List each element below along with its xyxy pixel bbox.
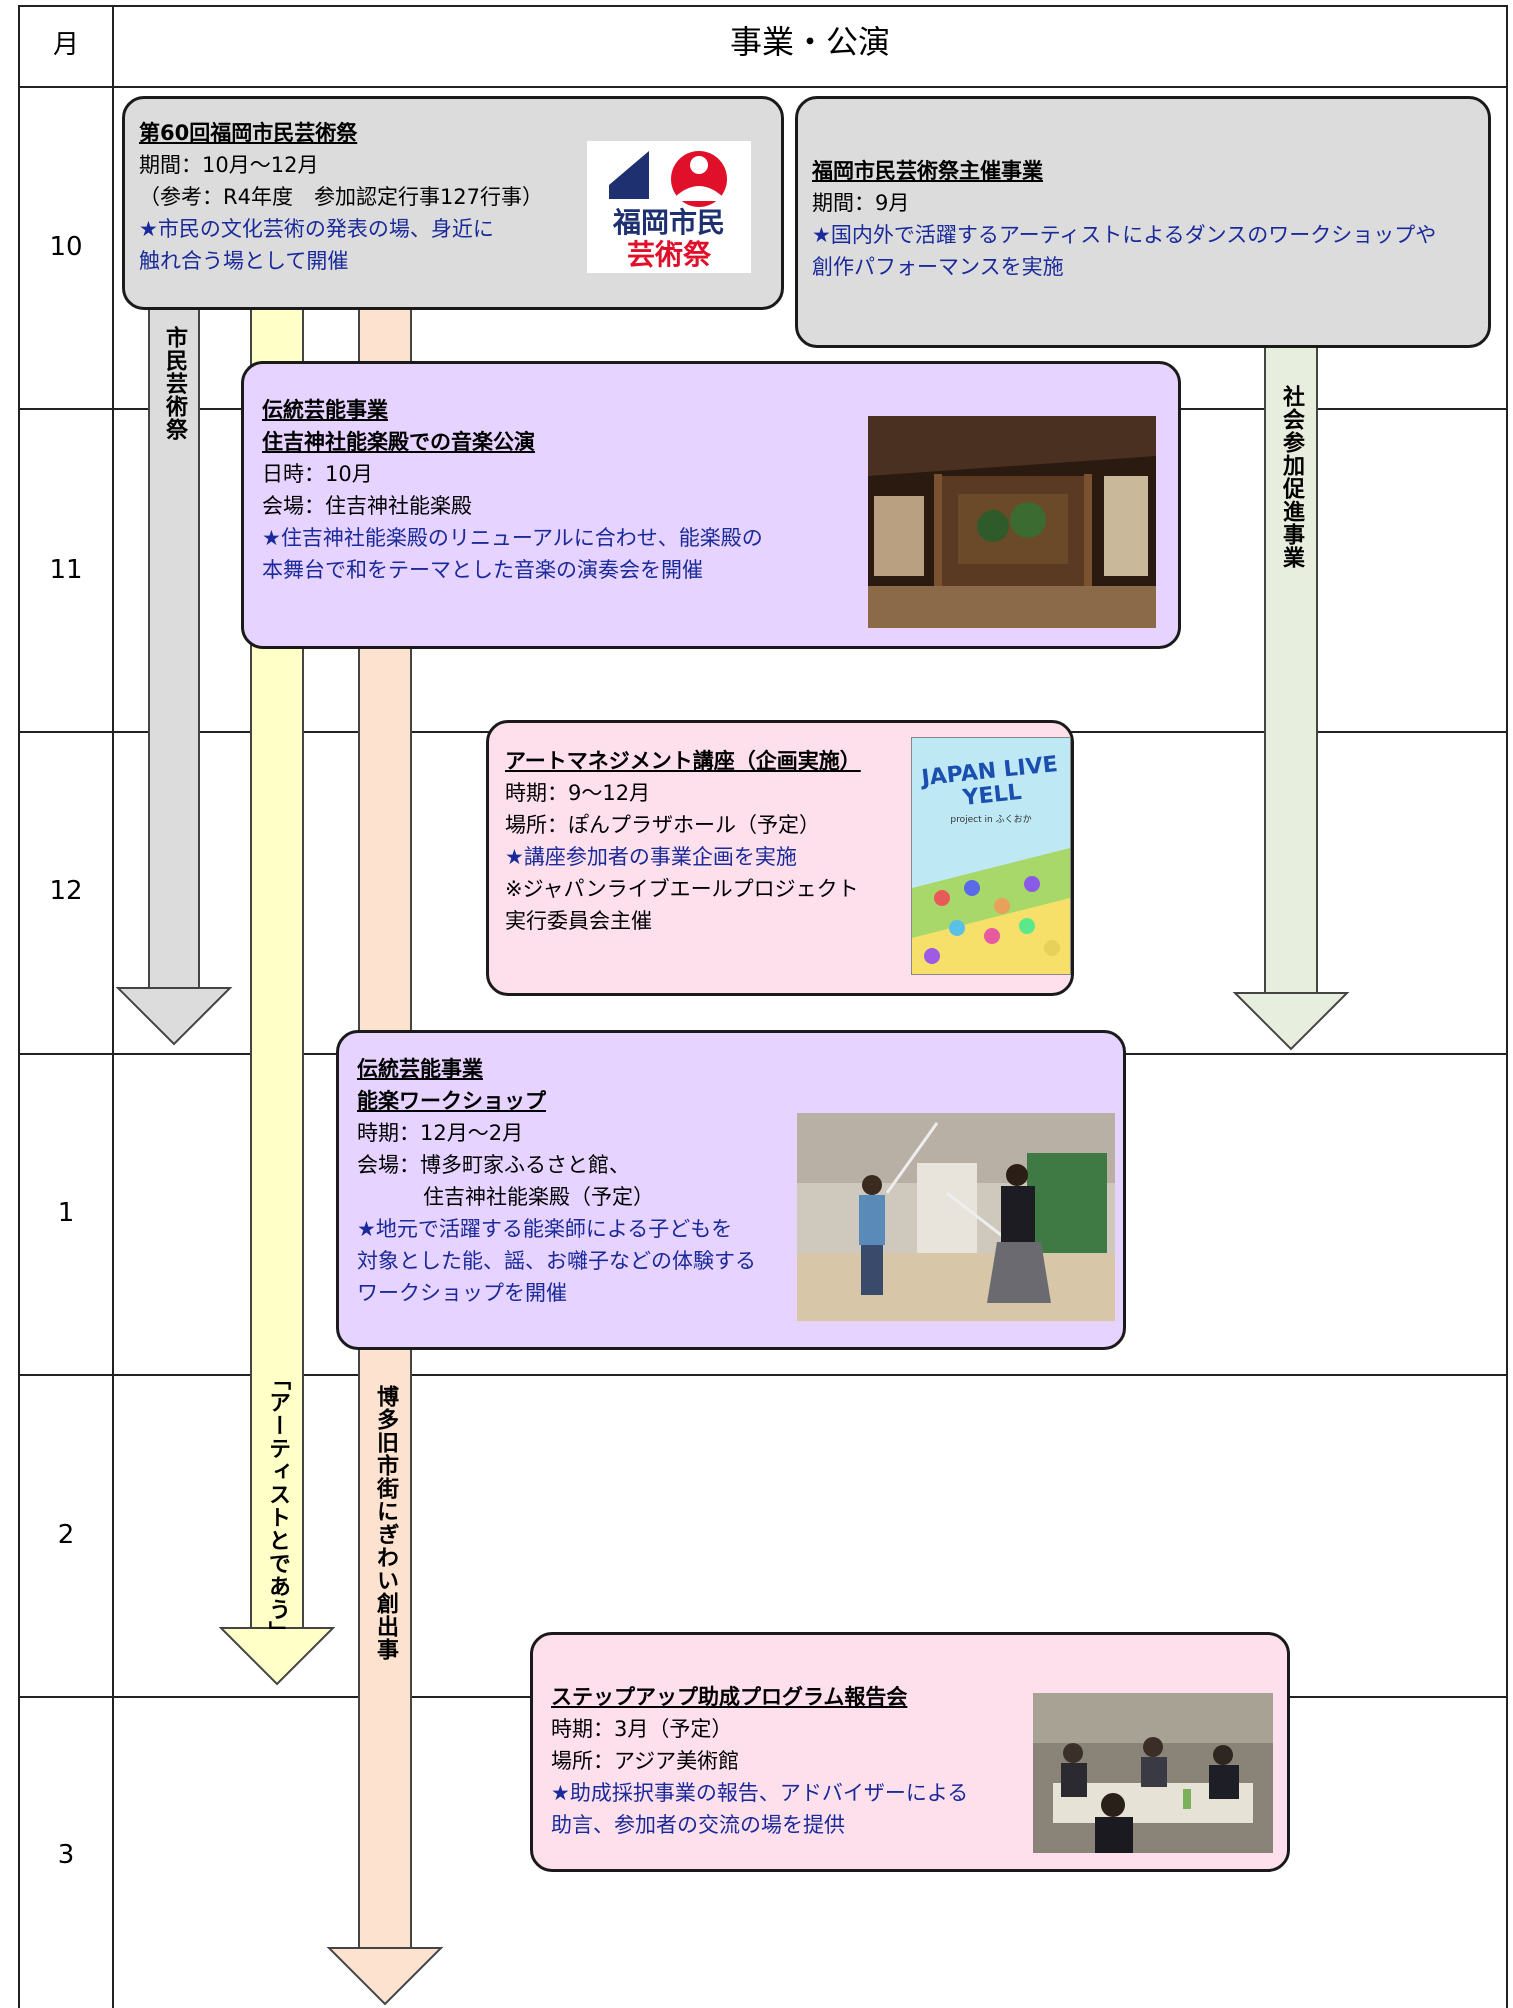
box-text: 住吉神社能楽殿（予定） — [423, 1185, 654, 1209]
box-note: ※ジャパンライブエールプロジェクト — [505, 877, 859, 901]
box-title: 伝統芸能事業 — [262, 398, 388, 422]
workshop-photo — [797, 1113, 1115, 1321]
table-divider — [18, 86, 1508, 88]
box-highlight: ★助成採択事業の報告、アドバイザーによる — [551, 1781, 969, 1805]
month-label: 2 — [57, 1520, 75, 1550]
box-highlight: ★国内外で活躍するアーティストによるダンスのワークショップや — [812, 223, 1437, 247]
box-highlight: ワークショップを開催 — [357, 1281, 567, 1305]
box-highlight: ★市民の文化芸術の発表の場、身近に — [139, 217, 494, 241]
meeting-photo — [1033, 1693, 1273, 1853]
box-text: 場所：ぽんプラザホール（予定） — [505, 813, 820, 837]
box-text: 日時：10月 — [262, 462, 373, 486]
box-text: （参考：R4年度 参加認定行事127行事） — [139, 185, 544, 209]
box-text: 会場：博多町家ふるさと館、 — [357, 1153, 630, 1177]
month-label: 12 — [49, 876, 83, 906]
box-highlight: ★講座参加者の事業企画を実施 — [505, 845, 797, 869]
box-text: 時期：3月（予定） — [551, 1717, 733, 1741]
month-label: 1 — [57, 1198, 75, 1228]
arrow-label: 博多旧市街にぎわい創出事 — [373, 1385, 398, 1661]
logo-text: 福岡市民 — [612, 206, 725, 239]
box-note: 実行委員会主催 — [505, 909, 652, 933]
arrow-label: 社会参加促進事業 — [1279, 385, 1304, 569]
live-yell-poster: JAPAN LIVE YELL project in ふくおか — [911, 737, 1071, 975]
box-highlight: 創作パフォーマンスを実施 — [812, 255, 1064, 279]
box-traditional-concert: 伝統芸能事業 住吉神社能楽殿での音楽公演 日時：10月 会場：住吉神社能楽殿 ★… — [241, 361, 1181, 649]
box-text: 時期：12月～2月 — [357, 1121, 524, 1145]
table-divider-month — [112, 5, 114, 2008]
box-highlight: ★住吉神社能楽殿のリニューアルに合わせ、能楽殿の — [262, 526, 763, 550]
table-border-left — [18, 5, 20, 2008]
box-highlight: 本舞台で和をテーマとした音楽の演奏会を開催 — [262, 558, 703, 582]
table-border-top — [18, 5, 1508, 7]
festival-logo: 福岡市民 芸術祭 — [587, 141, 751, 273]
month-label: 10 — [49, 232, 83, 262]
box-title: アートマネジメント講座（企画実施） — [505, 749, 861, 773]
box-highlight: 対象とした能、謡、お囃子などの体験する — [357, 1249, 756, 1273]
table-divider — [18, 1374, 1508, 1376]
arrow-label: 市民芸術祭 — [162, 326, 187, 441]
box-noh-workshop: 伝統芸能事業 能楽ワークショップ 時期：12月～2月 会場：博多町家ふるさと館、… — [336, 1030, 1126, 1350]
box-sponsored-events: 福岡市民芸術祭主催事業 期間：9月 ★国内外で活躍するアーティストによるダンスの… — [795, 96, 1491, 348]
box-title: 伝統芸能事業 — [357, 1057, 483, 1081]
poster-subtitle: project in ふくおか — [950, 815, 1032, 825]
table-border-right — [1506, 5, 1508, 2008]
box-text: 期間：9月 — [812, 191, 910, 215]
box-highlight: ★地元で活躍する能楽師による子どもを — [357, 1217, 733, 1241]
box-subtitle: 住吉神社能楽殿での音楽公演 — [262, 430, 535, 454]
month-label: 11 — [49, 555, 83, 585]
box-text: 時期：9～12月 — [505, 781, 651, 805]
noh-stage-photo — [868, 416, 1156, 628]
month-label: 3 — [57, 1840, 75, 1870]
box-text: 期間：10月～12月 — [139, 153, 319, 177]
box-highlight: 助言、参加者の交流の場を提供 — [551, 1813, 845, 1837]
box-title: 福岡市民芸術祭主催事業 — [812, 159, 1043, 183]
box-highlight: 触れ合う場として開催 — [139, 249, 349, 273]
box-text: 場所：アジア美術館 — [551, 1749, 740, 1773]
page-title: 事業・公演 — [729, 23, 890, 61]
box-title: 第60回福岡市民芸術祭 — [139, 121, 358, 145]
logo-text: 芸術祭 — [626, 238, 711, 271]
box-stepup-report: ステップアップ助成プログラム報告会 時期：3月（予定） 場所：アジア美術館 ★助… — [530, 1632, 1290, 1872]
box-art-festival: 第60回福岡市民芸術祭 期間：10月～12月 （参考：R4年度 参加認定行事12… — [122, 96, 784, 310]
poster-title: JAPAN LIVE YELL — [920, 751, 1059, 811]
month-header: 月 — [52, 30, 79, 60]
box-text: 会場：住吉神社能楽殿 — [262, 494, 472, 518]
box-title: ステップアップ助成プログラム報告会 — [551, 1685, 908, 1709]
box-subtitle: 能楽ワークショップ — [357, 1089, 546, 1113]
arrow-label: 「アーティストとであう」 — [265, 1368, 290, 1644]
box-art-management: アートマネジメント講座（企画実施） 時期：9～12月 場所：ぽんプラザホール（予… — [486, 720, 1074, 996]
